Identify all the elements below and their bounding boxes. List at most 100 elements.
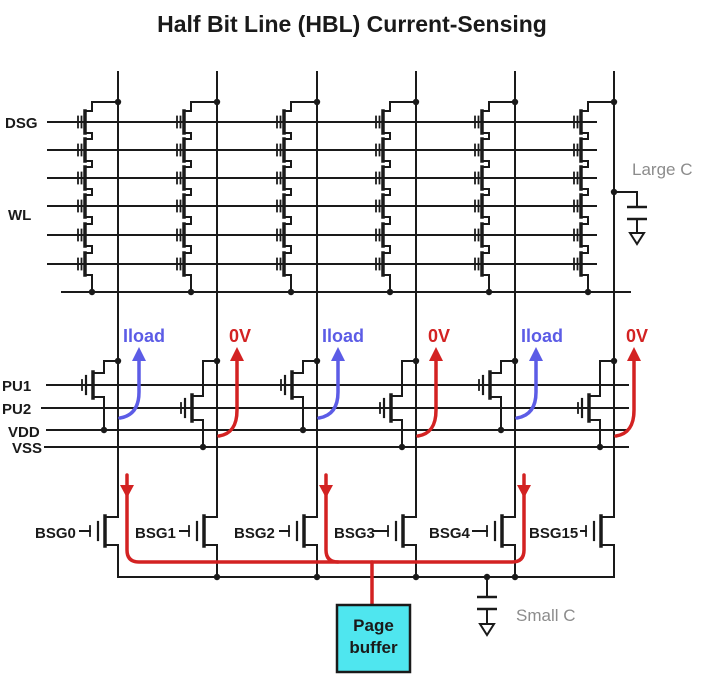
pu2-label: PU2 [2,401,31,418]
bitline1-current-label: Iload [123,326,165,346]
junction-dot [114,98,122,106]
junction-dot [511,357,519,365]
sense-current-join [324,473,340,564]
sense-current-bus [125,473,526,564]
bsg3-label: BSG3 [334,525,375,542]
circuit-rails [41,121,631,578]
bit-line-3 [303,71,318,578]
junction-dot [497,426,505,434]
small-capacitor [477,577,497,637]
down-arrowhead [517,485,531,498]
pu2-transistor [191,360,218,448]
nand-string-5 [481,101,516,293]
junction-dot [412,357,420,365]
small-c-label: Small C [516,606,576,625]
large-cap-plates [627,205,647,221]
large-cap-lead [614,191,638,207]
bit-line-2 [203,71,218,578]
junction-dot [511,573,519,581]
iload-arrowhead [132,347,146,361]
junction-dot [596,443,604,451]
pu1-transistor [92,360,119,431]
labels: Half Bit Line (HBL) Current-Sensing DSG … [2,11,692,625]
junction-dot [313,357,321,365]
zero-v-current-arrows [217,347,641,438]
ground-symbol [478,623,496,637]
zero-v-arrow [217,359,239,438]
wl-label: WL [8,207,31,224]
junction-dot [213,573,221,581]
bitline6-current-label: 0V [626,326,648,346]
bitline4-current-label: 0V [428,326,450,346]
junction-dot [584,288,592,296]
nand-string-4 [382,101,417,293]
junction-dot [610,188,618,196]
small-cap-plates [477,595,497,611]
iload-arrowhead [331,347,345,361]
junction-dot [287,288,295,296]
bsg4-label: BSG4 [429,525,471,542]
junction-dot [199,443,207,451]
zero-v-arrowhead [230,347,244,361]
iload-current-arrows [118,347,543,420]
diagram-title: Half Bit Line (HBL) Current-Sensing [157,11,547,37]
junction-dot [485,288,493,296]
circuit-devices [77,71,615,578]
junction-dot [187,288,195,296]
vdd-label: VDD [8,424,40,441]
junction-dot [412,573,420,581]
bit-line-6 [600,71,615,578]
bitline3-current-label: Iload [322,326,364,346]
vss-label: VSS [12,440,42,457]
zero-v-arrowhead [429,347,443,361]
page-buffer-label-line2: buffer [349,638,398,657]
bit-line-5 [501,71,516,578]
iload-arrow [317,359,340,420]
down-arrowhead [319,485,333,498]
pu1-transistor [291,360,318,431]
junction-dot [100,426,108,434]
large-capacitor [614,191,647,246]
down-arrowhead [120,485,134,498]
junction-dot [511,98,519,106]
junction-dot [610,357,618,365]
junction-dot [398,443,406,451]
pu2-transistor [390,360,417,448]
junction-dot [610,98,618,106]
ground-symbol [628,232,646,246]
junction-dot [386,288,394,296]
bsg15-label: BSG15 [529,525,578,542]
page-buffer-current-path [120,473,531,606]
nand-string-2 [183,101,218,293]
bit-line-4 [402,71,417,578]
junction-dot [313,573,321,581]
page-buffer-box [335,603,412,674]
bitline5-current-label: Iload [521,326,563,346]
zero-v-arrowhead [627,347,641,361]
dsg-label: DSG [5,115,38,132]
junction-dot [313,98,321,106]
zero-v-arrow [416,359,438,438]
page-buffer: Page buffer [335,603,412,674]
junction-dots [88,98,618,581]
iload-arrow [118,359,141,420]
nand-string-1 [84,101,119,293]
nand-string-3 [283,101,318,293]
junction-dot [412,98,420,106]
page-buffer-label-line1: Page [353,616,394,635]
junction-dot [88,288,96,296]
junction-dot [114,357,122,365]
pu2-transistor [588,360,615,448]
bit-line-1 [104,71,119,578]
iload-arrowhead [529,347,543,361]
bsg1-label: BSG1 [135,525,176,542]
bsg0-label: BSG0 [35,525,76,542]
zero-v-arrow [614,359,636,438]
pu1-label: PU1 [2,378,31,395]
junction-dot [299,426,307,434]
junction-dot [213,357,221,365]
nand-string-6 [580,101,615,293]
pu1-transistor [489,360,516,431]
